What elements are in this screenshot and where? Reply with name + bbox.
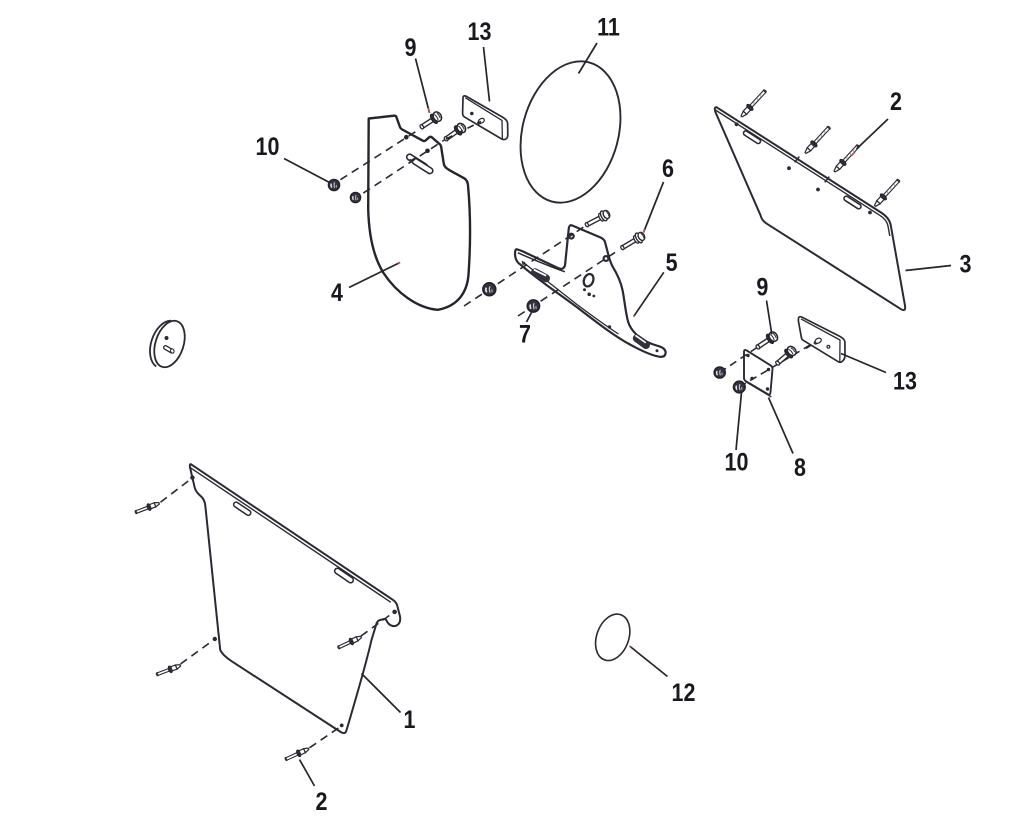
svg-text:2: 2 xyxy=(890,87,902,115)
svg-text:4: 4 xyxy=(331,278,343,306)
svg-text:1: 1 xyxy=(404,705,416,733)
svg-text:13: 13 xyxy=(893,367,917,395)
svg-text:9: 9 xyxy=(405,33,417,61)
svg-text:9: 9 xyxy=(756,273,768,301)
svg-text:6: 6 xyxy=(662,154,674,182)
svg-text:11: 11 xyxy=(597,13,620,41)
svg-text:2: 2 xyxy=(316,787,328,815)
svg-text:7: 7 xyxy=(519,320,531,348)
svg-text:8: 8 xyxy=(794,453,806,481)
svg-text:12: 12 xyxy=(672,678,696,706)
svg-text:10: 10 xyxy=(725,448,749,476)
svg-text:3: 3 xyxy=(960,250,972,278)
svg-text:5: 5 xyxy=(666,248,678,276)
svg-text:13: 13 xyxy=(468,17,492,45)
svg-text:10: 10 xyxy=(256,132,280,160)
